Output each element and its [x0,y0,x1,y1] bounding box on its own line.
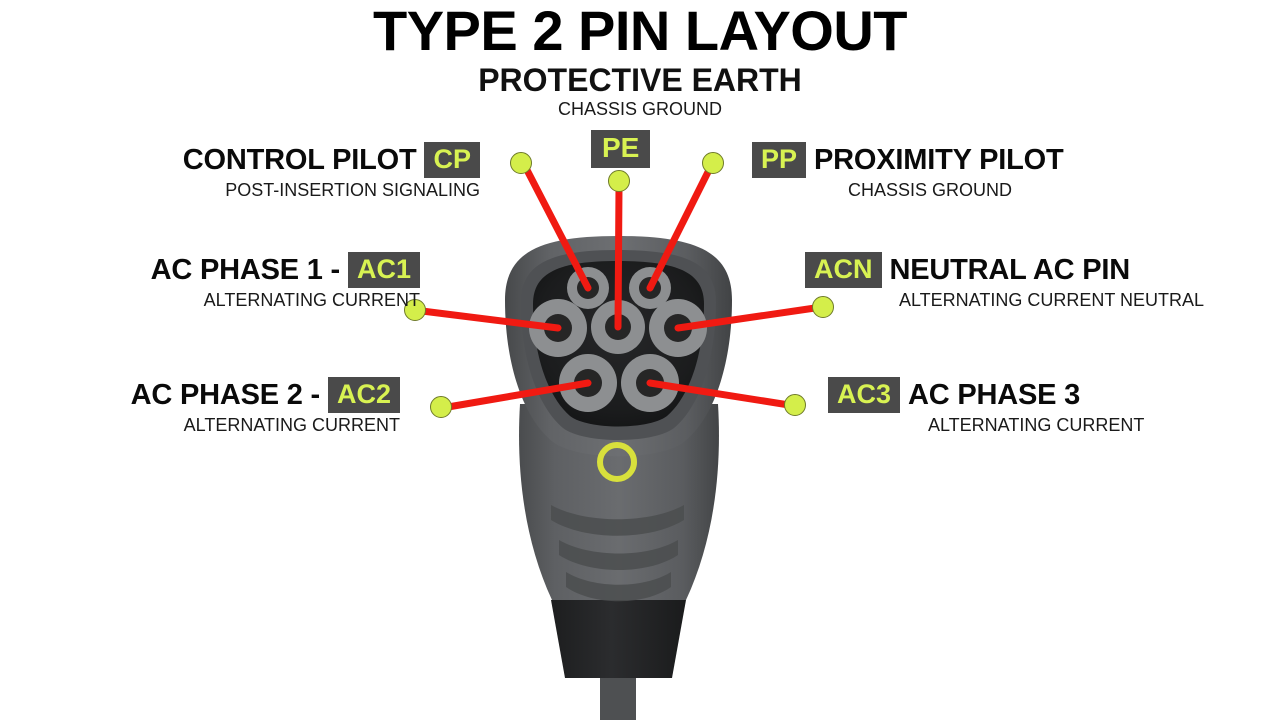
leader-acn [674,304,819,332]
callout-pp-description: CHASSIS GROUND [848,180,1013,200]
callout-ac1: AC PHASE 1 - AC1 ALTERNATING CURRENT [20,252,420,311]
cable-boot [551,600,686,678]
page-title: TYPE 2 PIN LAYOUT [373,0,908,62]
pin-badge-ac1[interactable]: AC1 [347,252,420,288]
page-subtitle-detail: CHASSIS GROUND [557,99,723,119]
callout-ac2: AC PHASE 2 - AC2 ALTERNATING CURRENT [0,377,400,436]
callout-pp: PP PROXIMITY PILOT CHASSIS GROUND [752,142,1212,201]
callout-acn: ACN NEUTRAL AC PIN ALTERNATING CURRENT N… [805,252,1280,311]
callout-cp-name: CONTROL PILOT [182,144,417,176]
callout-pp-name: PROXIMITY PILOT [814,144,1064,176]
callout-cp-description: POST-INSERTION SIGNALING [225,180,480,200]
pin-badge-ac3[interactable]: AC3 [828,377,901,413]
callout-ac2-name: AC PHASE 2 - [130,379,321,411]
pin-badge-ac2[interactable]: AC2 [327,377,400,413]
pin-badge-pe[interactable]: PE [591,130,651,168]
pin-badge-pp[interactable]: PP [752,142,807,178]
pin-badge-cp[interactable]: CP [424,142,480,178]
leader-ac2 [444,379,592,411]
callout-cp: CONTROL PILOT CP POST-INSERTION SIGNALIN… [60,142,480,201]
callout-ac3: AC3 AC PHASE 3 ALTERNATING CURRENT [828,377,1248,436]
pin-badge-acn[interactable]: ACN [805,252,882,288]
cable-stub [600,672,636,720]
leader-ac3 [646,379,793,409]
leader-pe [614,184,623,331]
callout-acn-name: NEUTRAL AC PIN [889,254,1131,286]
callout-ac3-description: ALTERNATING CURRENT [928,415,1145,435]
leader-ac1 [418,307,562,332]
leader-cp [523,166,592,292]
status-ring-led-icon [597,442,637,482]
leader-dot-acn [812,296,834,318]
leader-dot-ac1 [404,299,426,321]
grip-ridge-3 [566,572,671,602]
grip-ridge-1 [551,505,684,536]
callout-ac2-description: ALTERNATING CURRENT [183,415,400,435]
leader-dot-ac2 [430,396,452,418]
grip-ridge-2 [559,540,678,570]
leader-dot-pe [608,170,630,192]
callout-acn-description: ALTERNATING CURRENT NEUTRAL [899,290,1205,310]
leader-dot-ac3 [784,394,806,416]
page-subtitle: PROTECTIVE EARTH [478,62,802,98]
leader-dot-cp [510,152,532,174]
leader-dot-pp [702,152,724,174]
leader-pp [646,166,713,292]
callout-ac1-name: AC PHASE 1 - [150,254,341,286]
callout-ac1-description: ALTERNATING CURRENT [203,290,420,310]
callout-ac3-name: AC PHASE 3 [908,379,1081,411]
